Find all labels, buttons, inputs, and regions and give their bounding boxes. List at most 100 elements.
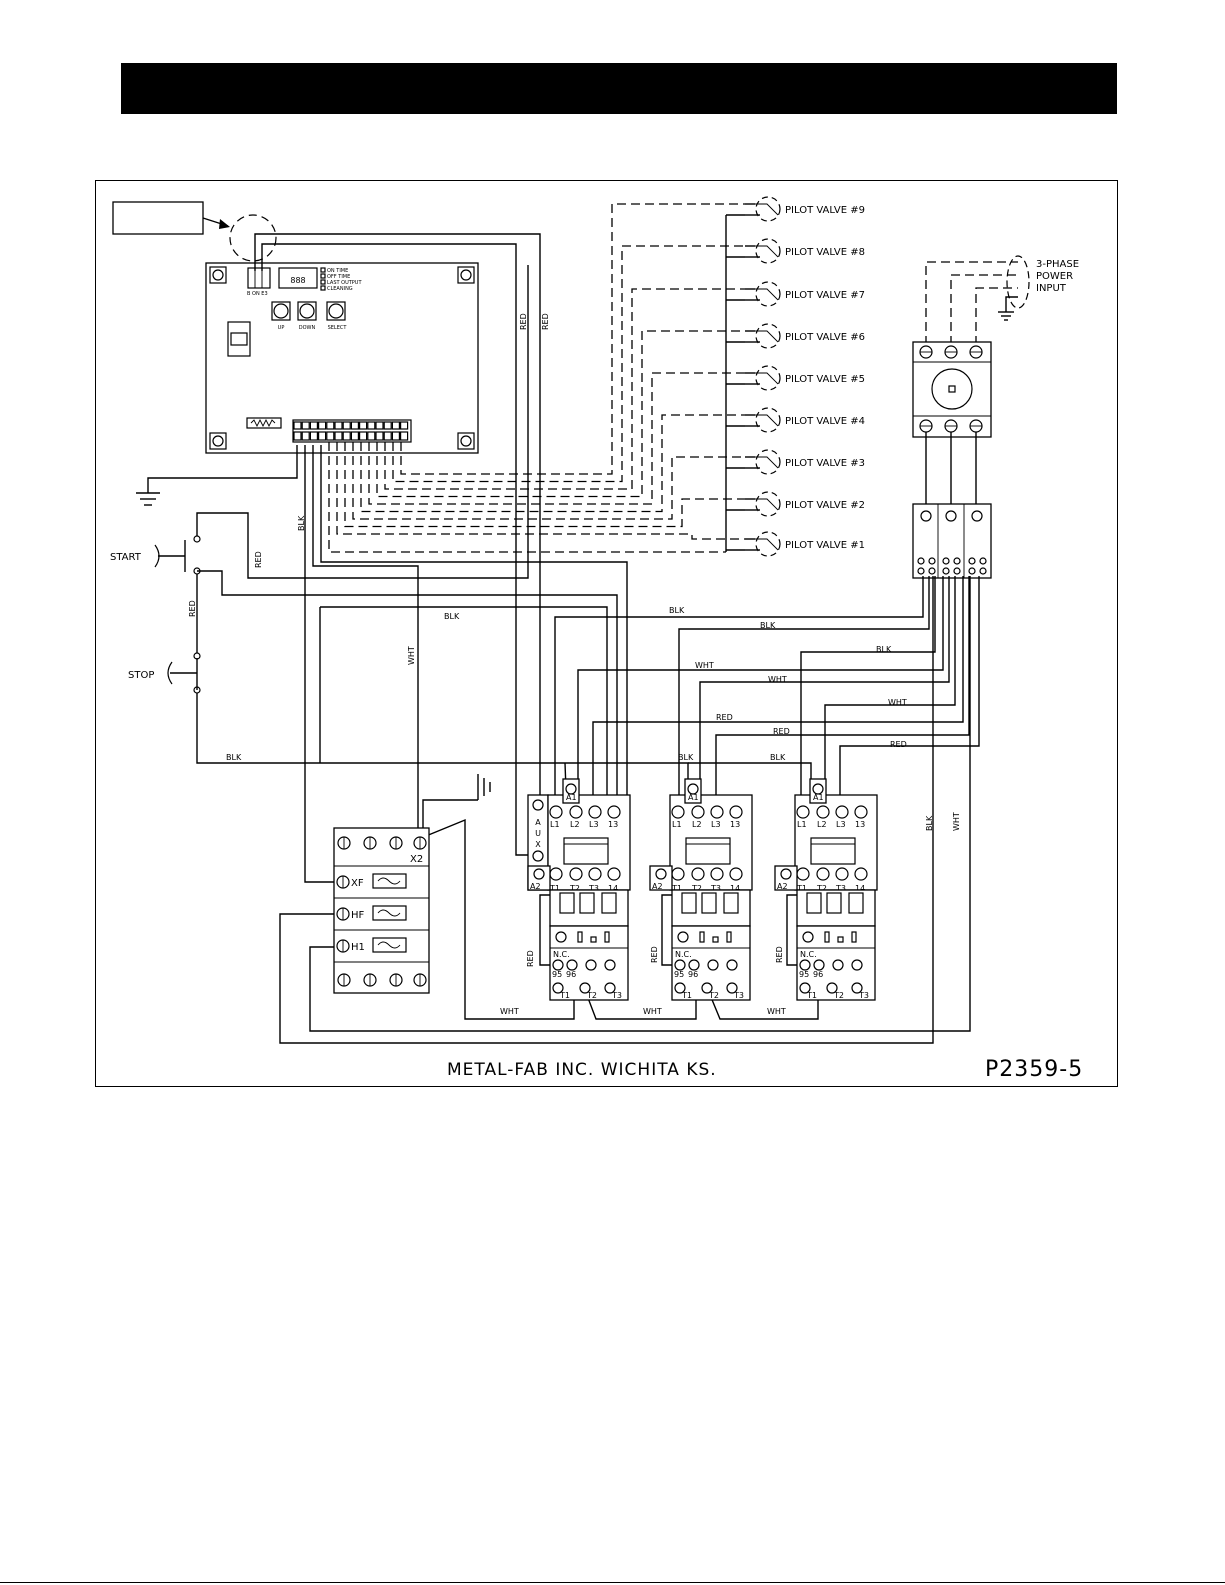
ground-wire [147,445,298,493]
overload-nc-pin [552,959,564,971]
overload-nc-pin [799,959,811,971]
stop-button: STOP [128,574,565,764]
load-terminal [569,867,583,881]
wire-red-c2-l3 [715,576,970,800]
fuse-block-pin [917,567,925,575]
terminal-clamp [391,431,400,441]
terminal-xf: XF [351,878,364,889]
pilot-valve-coil [755,531,781,557]
overload-out-terminal [552,982,564,994]
overload-out-label: T3 [858,991,869,1000]
pilot-valve-coil [755,449,781,475]
overload-nc-label: N.C. [675,950,692,959]
wire-transformer-ground [422,799,478,836]
overload-nc-pin [688,959,700,971]
pilot-valve-common-wire [328,442,726,553]
terminal-screw [326,421,335,430]
overload-dial [577,931,583,943]
terminal-a1: A1 [813,793,824,802]
terminal-clamp [326,431,335,441]
terminal-screw [293,421,302,430]
terminal-label: L3 [711,820,721,829]
wire-label-wht: WHT [407,646,416,665]
pilot-valve-wire [360,414,745,513]
terminal-screw [375,421,384,430]
pilot-valve: PILOT VALVE #3 [745,449,865,475]
terminal-label: 14 [608,884,618,893]
overload-out-label: T3 [611,991,622,1000]
terminal-label: 13 [730,820,740,829]
overload-out-terminal [826,982,838,994]
wire-label-blk: BLK [669,606,685,615]
disconnect-shaft [948,385,956,393]
terminal-clamp [309,431,318,441]
disconnect-body [912,341,992,438]
line-terminal [607,805,621,819]
a2-screw [533,868,545,880]
line-terminal [729,805,743,819]
overload-dial [604,931,610,943]
wire-label-blk: BLK [678,753,694,762]
pilot-valve-label: PILOT VALVE #4 [785,416,865,427]
overload-out-terminal [674,982,686,994]
terminal-screw [309,421,318,430]
overload-reset [555,931,567,943]
fuse [230,332,248,346]
terminal-label: L3 [836,820,846,829]
terminal-screw [391,421,400,430]
terminal-label: T2 [569,884,580,893]
wire-label-red: RED [716,713,733,722]
controller-board: B ON E3 888 ON TIME OFF TIME LAST OUTPUT… [205,262,479,454]
overload-nc-label: N.C. [800,950,817,959]
line-terminal [671,805,685,819]
line-terminal [549,805,563,819]
overload-out-label: T1 [681,991,692,1000]
a2-screw [655,868,667,880]
wire-blk-c2-l1 [678,576,930,800]
fuse-block-terminal [945,510,957,522]
terminal-a2: A2 [652,882,663,891]
overload-reset [677,931,689,943]
terminal-a1: A1 [688,793,699,802]
overload-pin [604,959,616,971]
fuse-block-pin [979,567,987,575]
contactor-coil-terminal [684,778,702,804]
terminal-clamp [342,431,351,441]
overload-link-bar [701,892,717,914]
overload-out-label: T2 [833,991,844,1000]
overload-dial [837,936,844,943]
line-terminal [854,805,868,819]
overload-pin-label: 95 [799,970,809,979]
led-label-cleaning: CLEANING [327,286,353,292]
main-wiring [254,233,980,1044]
pilot-valve-wire [336,442,745,540]
transformer: X2 XF HF H1 [333,827,430,994]
wire-label-blk: BLK [226,753,242,762]
terminal-label: 13 [608,820,618,829]
led-display-digits: 888 [290,276,305,285]
terminal-clamp [301,431,310,441]
terminal-label: L2 [817,820,827,829]
power-ground-wire [1005,296,1018,312]
pilot-valve: PILOT VALVE #6 [745,323,865,349]
pilot-valve-label: PILOT VALVE #5 [785,374,865,385]
aux-letter-a: A [535,818,541,827]
stop-wire-blk [196,693,565,764]
overload-relay [796,925,876,1001]
overload-nc-pin [566,959,578,971]
terminal-screw [367,421,376,430]
pilot-valve: PILOT VALVE #4 [745,407,865,433]
overload-relay [549,925,629,1001]
terminal-label: L1 [672,820,682,829]
aux-letter-u: U [535,829,541,838]
phase-wire [975,287,1018,345]
a2-screw [780,868,792,880]
terminal-clamp [359,431,368,441]
disconnect-switch [912,341,992,506]
dip-labels: B ON E3 [247,291,268,297]
select-button [326,301,346,321]
overload-reset [802,931,814,943]
ground-symbol [136,445,298,506]
